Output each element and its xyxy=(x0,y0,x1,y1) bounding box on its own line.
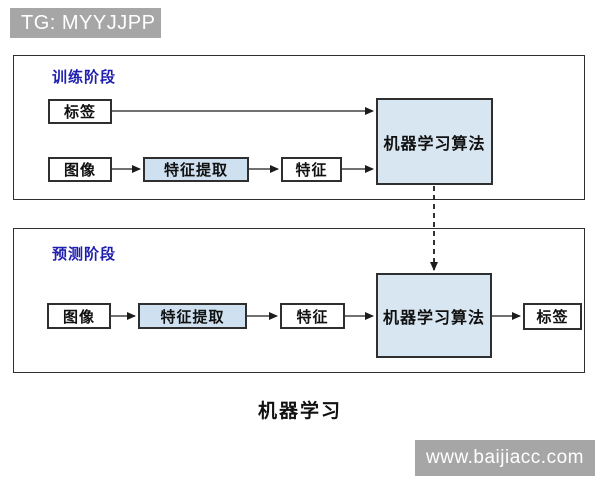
watermark-tg-badge: TG: MYYJJPP xyxy=(10,8,161,38)
prediction-phase-heading: 预测阶段 xyxy=(52,246,117,263)
training-phase-heading: 训练阶段 xyxy=(52,69,117,86)
train-feature-node: 特征 xyxy=(281,157,342,182)
diagram-caption: 机器学习 xyxy=(257,401,342,422)
predict-feature-extraction-node: 特征提取 xyxy=(138,303,247,329)
watermark-site-badge: www.baijiacc.com xyxy=(415,440,595,476)
train-feature-extraction-node: 特征提取 xyxy=(143,157,249,182)
predict-label-node: 标签 xyxy=(523,303,582,330)
predict-feature-node: 特征 xyxy=(280,303,345,329)
predict-ml-algorithm-node: 机器学习算法 xyxy=(376,273,492,358)
train-image-node: 图像 xyxy=(48,157,112,182)
train-ml-algorithm-node: 机器学习算法 xyxy=(376,98,493,185)
train-label-node: 标签 xyxy=(48,99,112,124)
predict-image-node: 图像 xyxy=(47,303,111,329)
